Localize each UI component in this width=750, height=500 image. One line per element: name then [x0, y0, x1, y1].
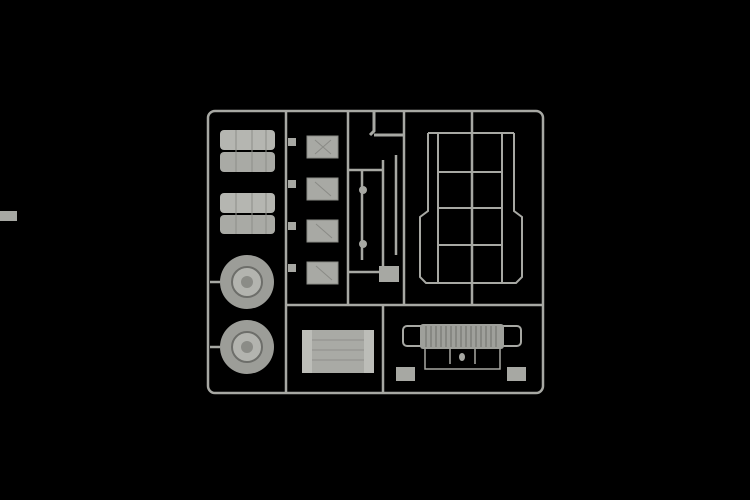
jerrycan-part — [306, 261, 339, 285]
bedroll-part — [220, 193, 275, 234]
grille-part — [402, 324, 522, 370]
knob-part — [359, 186, 367, 194]
wheel-part — [220, 255, 274, 309]
plate-part — [379, 266, 399, 282]
small-part — [288, 222, 296, 230]
wheel-part — [220, 320, 274, 374]
small-part — [396, 367, 415, 381]
small-part — [288, 180, 296, 188]
small-part — [288, 138, 296, 146]
chassis-frame-part — [0, 132, 523, 284]
jerrycan-part — [306, 219, 339, 243]
crate-part — [302, 330, 374, 373]
small-part — [507, 367, 526, 381]
knob-part — [359, 240, 367, 248]
parts — [0, 111, 526, 381]
bedroll-part — [220, 130, 275, 172]
small-part — [288, 264, 296, 272]
lever-part — [368, 111, 404, 137]
